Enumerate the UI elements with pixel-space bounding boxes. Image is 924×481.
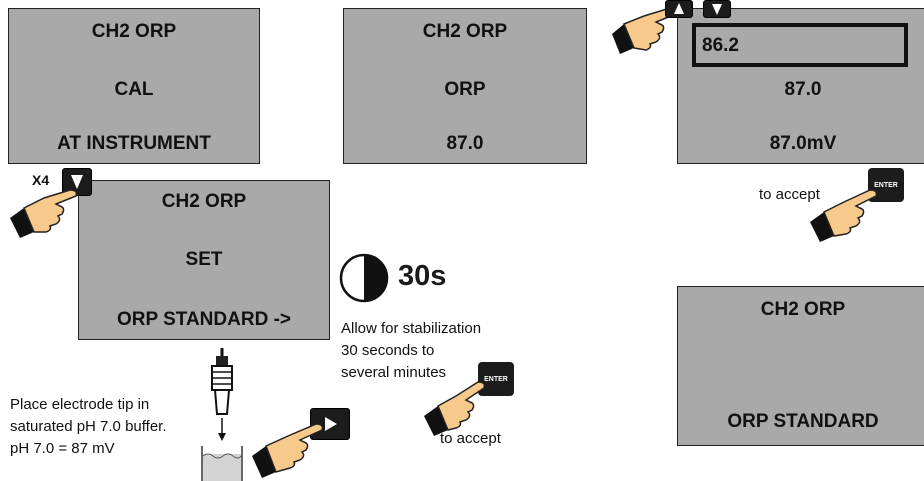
display-screen-cal: CH2 ORP CAL AT INSTRUMENT <box>8 8 260 164</box>
to-accept-label: to accept <box>440 430 501 447</box>
up-arrow-key-icon[interactable] <box>665 0 693 18</box>
pointing-hand-icon <box>808 180 880 242</box>
screen-line-1: CH2 ORP <box>91 21 177 42</box>
down-arrow-key-icon[interactable] <box>703 0 731 18</box>
screen-line-2: CAL <box>114 79 154 100</box>
value-input-box[interactable]: 86.2 <box>692 23 908 67</box>
repeat-count-label: X4 <box>32 172 50 188</box>
instruction-text-3: pH 7.0 = 87 mV <box>10 440 115 457</box>
buffer-beaker-icon <box>201 446 243 481</box>
screen-line-3: 87.0 <box>446 133 484 154</box>
timer-label: 30s <box>398 260 447 292</box>
screen-line-2: 87.0 <box>784 79 822 100</box>
enter-key-icon[interactable]: ENTER <box>478 362 514 396</box>
half-circle-timer-icon <box>338 252 390 304</box>
display-screen-adjust: 86.2 87.0 87.0mV <box>677 8 924 164</box>
electrode-icon <box>204 348 240 448</box>
screen-line-2: ORP <box>444 79 486 100</box>
enter-key-label: ENTER <box>484 375 508 383</box>
screen-line-3: ORP STANDARD -> <box>116 309 291 330</box>
to-accept-label: to accept <box>759 186 820 203</box>
screen-line-3: AT INSTRUMENT <box>57 133 211 154</box>
display-screen-set: CH2 ORP SET ORP STANDARD -> <box>78 180 330 340</box>
screen-line-3: 87.0mV <box>769 133 837 154</box>
instruction-text-1: Place electrode tip in <box>10 396 150 413</box>
screen-line-2: SET <box>185 249 223 270</box>
pointing-hand-icon <box>8 182 80 240</box>
display-screen-orp-standard: CH2 ORP ORP STANDARD <box>677 286 924 446</box>
stabilization-text-3: several minutes <box>341 364 447 381</box>
pointing-hand-icon <box>422 376 488 436</box>
screen-line-1: CH2 ORP <box>760 299 846 320</box>
value-input-text: 86.2 <box>702 35 739 56</box>
screen-line-1: CH2 ORP <box>161 191 247 212</box>
screen-line-3: ORP STANDARD <box>727 411 879 432</box>
pointing-hand-icon <box>250 416 328 478</box>
stabilization-text-1: Allow for stabilization <box>341 320 482 337</box>
stabilization-text-2: 30 seconds to <box>341 342 435 359</box>
display-screen-orp: CH2 ORP ORP 87.0 <box>343 8 587 164</box>
enter-key-label: ENTER <box>874 181 898 189</box>
instruction-text-2: saturated pH 7.0 buffer. <box>10 418 167 435</box>
screen-line-1: CH2 ORP <box>422 21 508 42</box>
